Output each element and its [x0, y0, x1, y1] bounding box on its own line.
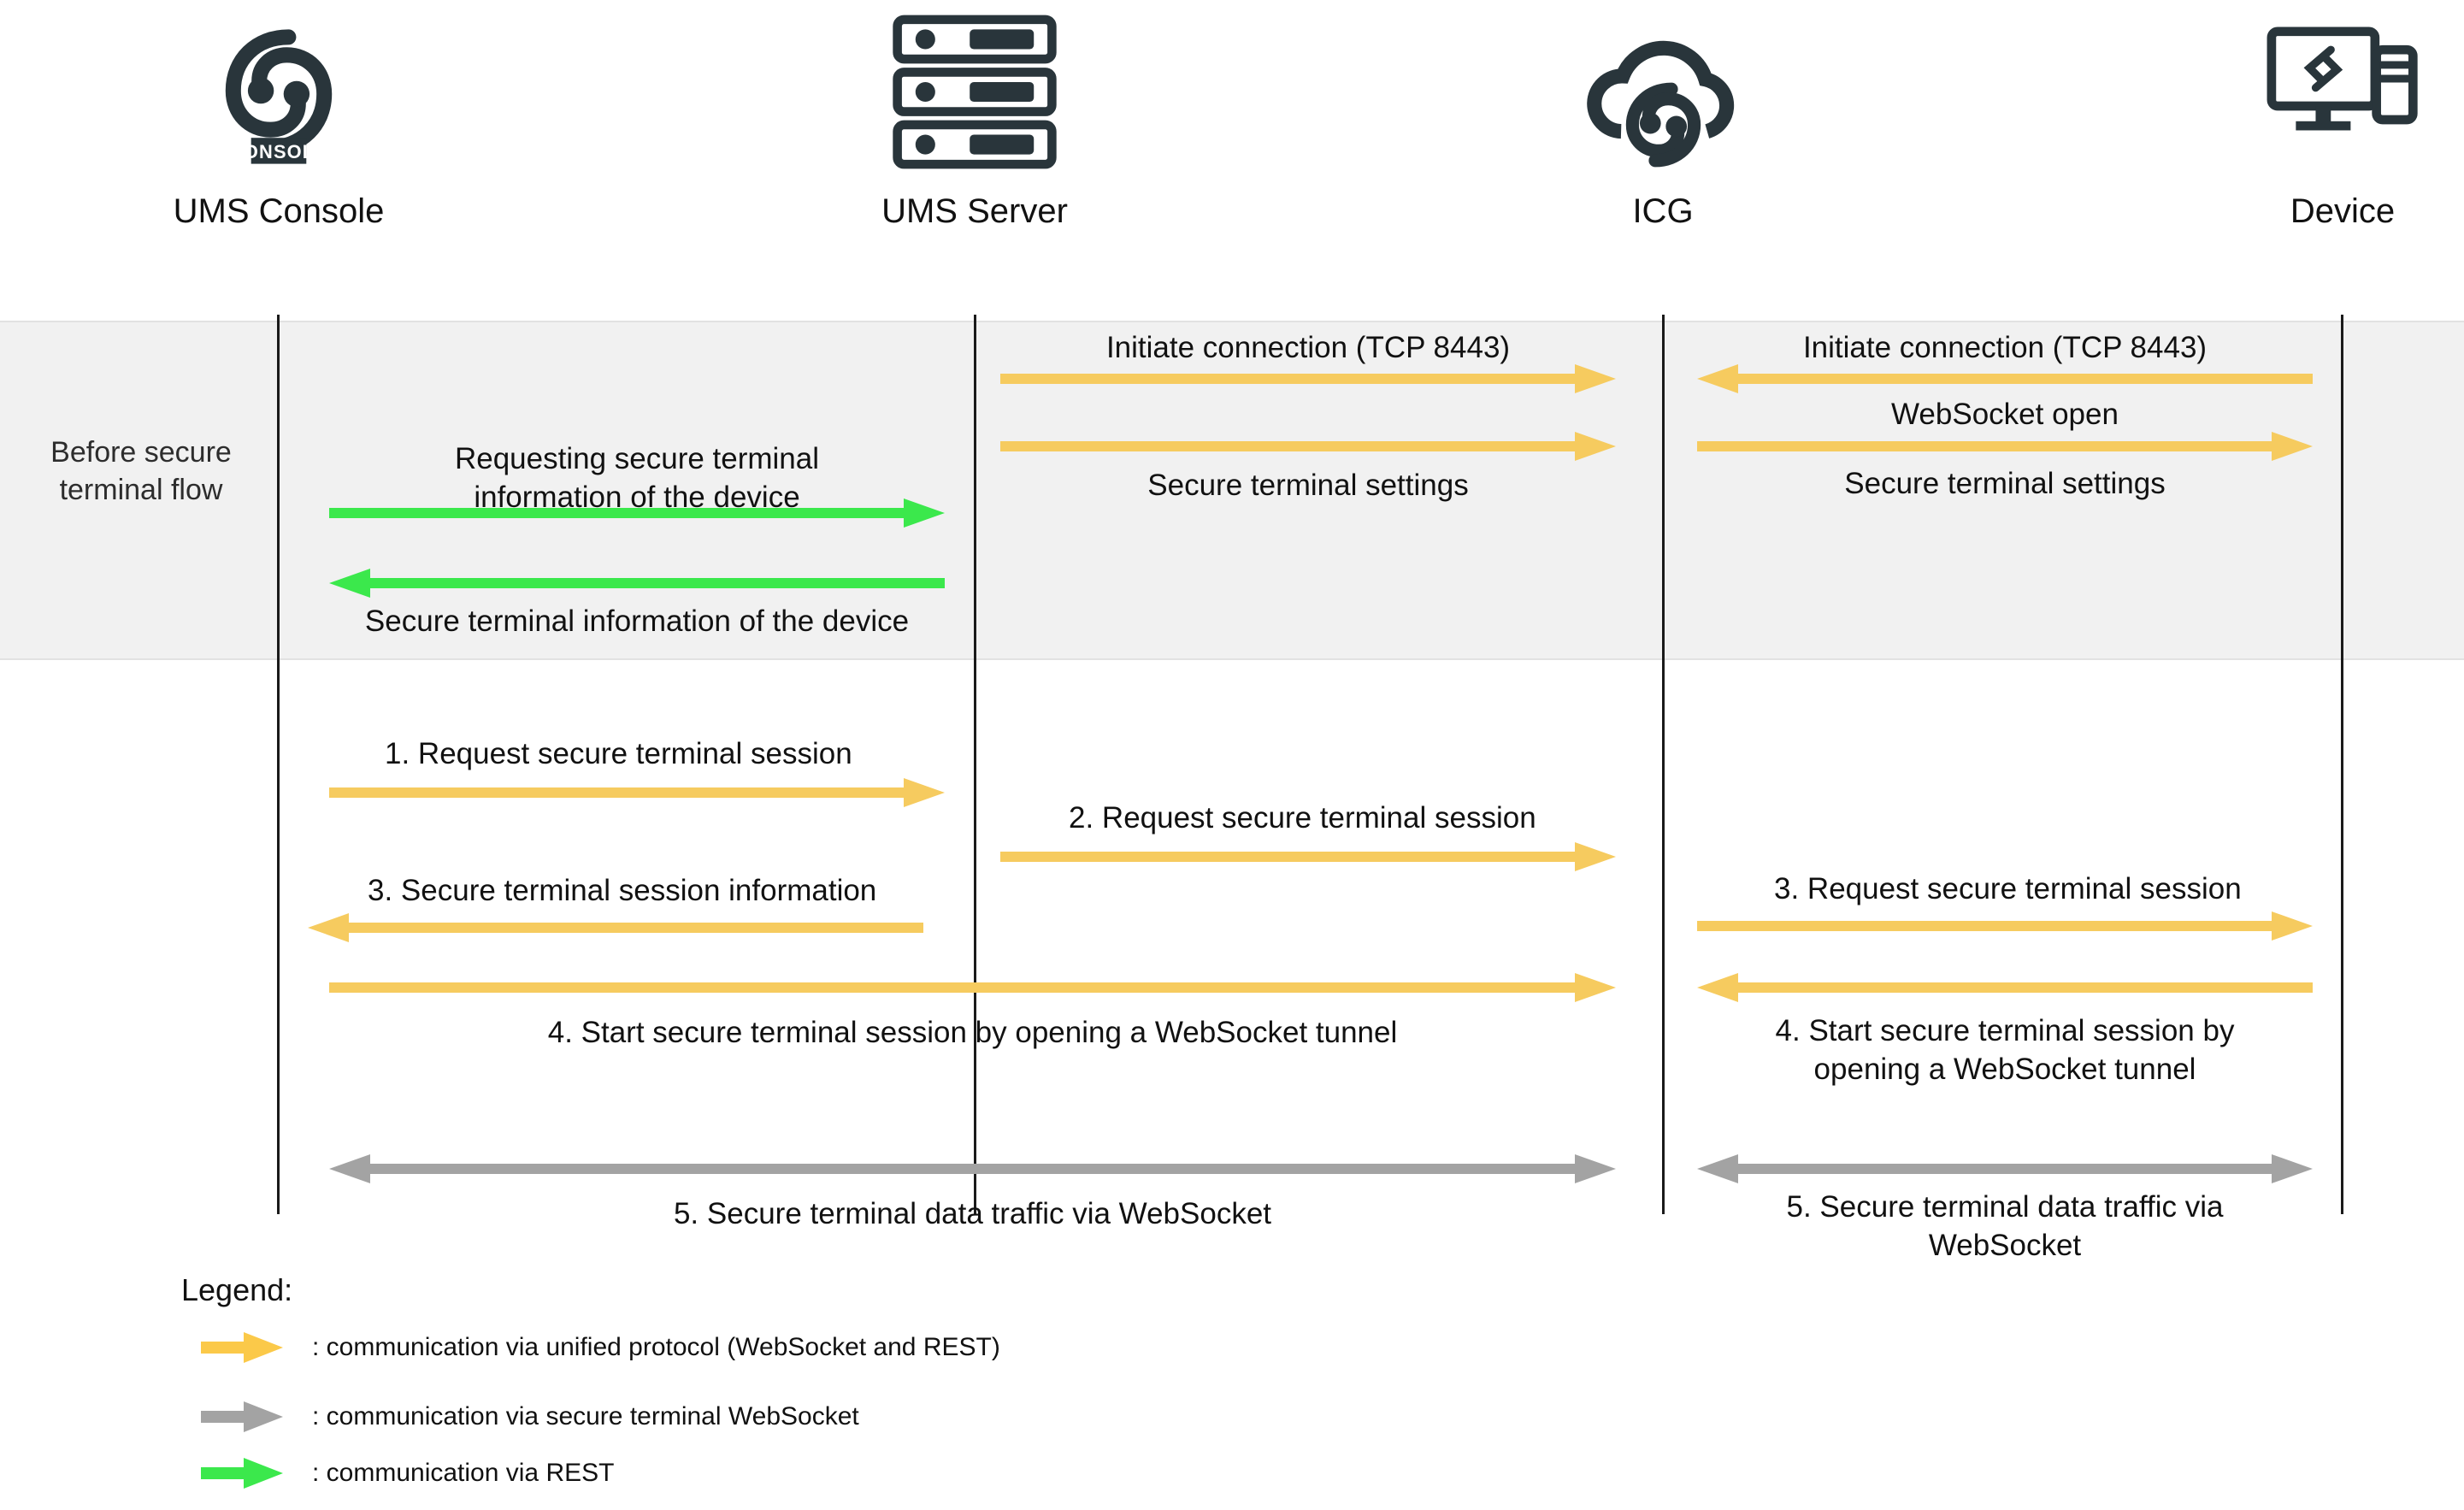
arrow-step-1-console-to-server — [329, 778, 945, 807]
message-label-step-4-device-icg: 4. Start secure terminal session by open… — [1775, 1014, 2235, 1086]
message-label-step-5-right: 5. Secure terminal data traffic via WebS… — [1786, 1190, 2224, 1262]
arrow-server-to-icg-settings-right — [1000, 432, 1616, 461]
arrow-icg-to-device-websocket-right — [1697, 432, 2313, 461]
server-rack-icon — [795, 0, 1154, 184]
arrow-right-icon — [201, 1400, 283, 1434]
message-label-step-2: 2. Request secure terminal session — [1069, 801, 1536, 835]
actor-icg: ICG — [1483, 0, 1842, 228]
message-label-step-1: 1. Request secure terminal session — [385, 737, 852, 770]
cloud-gateway-icon — [1483, 0, 1842, 184]
arrow-step-2-server-to-icg — [1000, 842, 1616, 871]
arrow-device-to-icg-initiate-left — [1697, 364, 2313, 393]
desktop-device-icon — [2163, 0, 2464, 184]
legend-title: Legend: — [181, 1272, 293, 1307]
message-label-secure-terminal-settings-server-icg: Secure terminal settings — [1147, 469, 1469, 502]
svg-text:CONSOLE: CONSOLE — [229, 140, 328, 162]
legend-item-secure-terminal-websocket: : communication via secure terminal WebS… — [201, 1400, 859, 1434]
message-label-secure-terminal-info-of-device: Secure terminal information of the devic… — [364, 605, 910, 638]
lifeline-device — [2341, 315, 2343, 1214]
legend-item-unified-protocol: : communication via unified protocol (We… — [201, 1330, 1000, 1365]
lifeline-ums-server — [974, 315, 976, 1214]
arrow-step-5-console-icg-bidirectional — [329, 1154, 1616, 1183]
arrow-step-4-device-to-icg — [1697, 973, 2313, 1002]
arrow-step-4-console-to-icg — [329, 973, 1616, 1002]
actor-device: Device — [2163, 0, 2464, 228]
lifeline-icg — [1662, 315, 1665, 1214]
actor-label: UMS Console — [173, 192, 385, 230]
arrow-right-icon — [201, 1456, 283, 1490]
arrow-step-3-server-to-console — [308, 913, 923, 942]
message-label-step-3-console: 3. Secure terminal session information — [368, 874, 877, 907]
actor-label: ICG — [1632, 192, 1694, 230]
ums-console-logo-icon: CONSOLE — [99, 0, 458, 184]
message-label-step-4-console-icg: 4. Start secure terminal session by open… — [547, 1016, 1398, 1049]
actor-ums-server: UMS Server — [795, 0, 1154, 228]
actor-ums-console: CONSOLE UMS Console — [99, 0, 458, 228]
message-label-initiate-connection-device-icg: Initiate connection (TCP 8443) — [1802, 331, 2208, 364]
message-label-step-3-icg-device: 3. Request secure terminal session — [1774, 872, 2242, 905]
arrow-step-3-icg-to-device — [1697, 911, 2313, 941]
message-label-websocket-open: WebSocket open — [1891, 398, 2119, 431]
actor-label: Device — [2290, 192, 2396, 230]
message-label-secure-terminal-settings-icg-device: Secure terminal settings — [1844, 467, 2166, 500]
message-label-step-5-left: 5. Secure terminal data traffic via WebS… — [673, 1197, 1272, 1230]
lifeline-ums-console — [277, 315, 280, 1214]
arrow-server-to-console-rest-left — [329, 569, 945, 598]
message-label-initiate-connection-server-icg: Initiate connection (TCP 8443) — [1105, 331, 1511, 364]
actor-label: UMS Server — [881, 192, 1068, 230]
arrow-step-5-icg-device-bidirectional — [1697, 1154, 2313, 1183]
arrow-server-to-icg-initiate-right — [1000, 364, 1616, 393]
legend-item-rest: : communication via REST — [201, 1456, 614, 1490]
legend-item-label: : communication via unified protocol (We… — [312, 1333, 1000, 1361]
legend-item-label: : communication via REST — [312, 1459, 615, 1487]
legend-item-label: : communication via secure terminal WebS… — [312, 1402, 859, 1430]
arrow-console-to-server-rest-right — [329, 498, 945, 528]
phase-label: Before secure terminal flow — [50, 436, 232, 506]
arrow-right-icon — [201, 1330, 283, 1365]
